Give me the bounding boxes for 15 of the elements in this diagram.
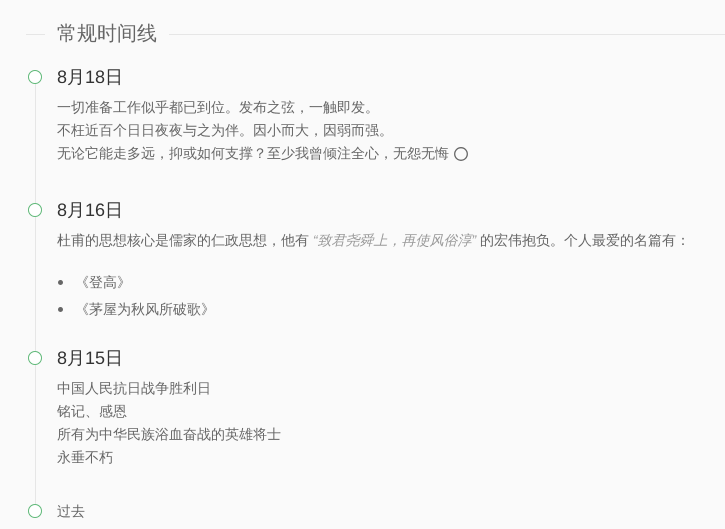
list-text: 《茅屋为秋风所破歌》	[75, 300, 215, 319]
date-heading: 8月16日	[57, 199, 124, 222]
timeline-text: 永垂不朽	[57, 448, 113, 467]
timeline-text: 不枉近百个日日夜夜与之为伴。因小而大，因弱而强。	[57, 121, 393, 140]
timeline-text: 一切准备工作似乎都已到位。发布之弦，一触即发。	[57, 98, 379, 117]
section-title: 常规时间线	[56, 22, 158, 46]
timeline-text: 铭记、感恩	[57, 402, 127, 421]
timeline-text: 过去	[57, 502, 85, 521]
list-text: 《登高》	[75, 273, 131, 292]
timeline-text: 杜甫的思想核心是儒家的仁政思想，他有 “致君尧舜上，再使风俗淳” 的宏伟抱负。个人最爱的名篇有：	[57, 231, 690, 250]
timeline-text: 所有为中华民族浴血奋战的英雄将士	[57, 425, 281, 444]
date-heading: 8月15日	[57, 347, 124, 370]
timeline-text: 中国人民抗日战争胜利日	[57, 379, 211, 398]
timeline-text: 无论它能走多远，抑或如何支撑？至少我曾倾注全心，无怨无悔	[57, 144, 449, 163]
date-heading: 8月18日	[57, 66, 124, 89]
